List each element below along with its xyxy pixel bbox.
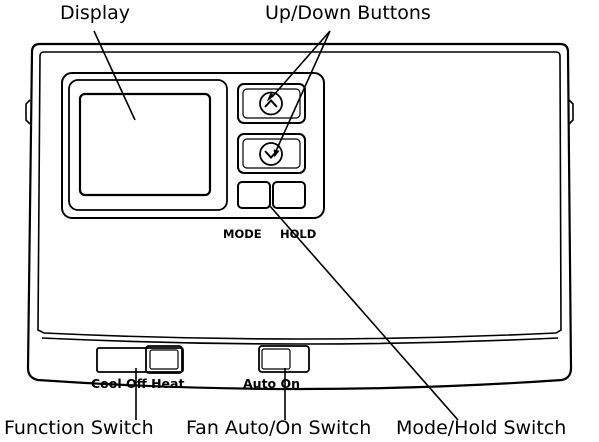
up-button[interactable] xyxy=(237,83,306,124)
fan-switch[interactable] xyxy=(258,345,310,373)
display-screen xyxy=(78,92,212,197)
thermostat-body xyxy=(25,42,574,391)
callout-display: Display xyxy=(60,2,130,24)
display-window xyxy=(61,72,325,219)
callout-up-down-buttons: Up/Down Buttons xyxy=(265,2,431,24)
chevron-up-icon xyxy=(259,91,283,116)
leader-lines xyxy=(93,30,459,421)
function-switch[interactable] xyxy=(96,345,184,374)
hold-button[interactable] xyxy=(272,181,306,209)
down-button[interactable] xyxy=(237,133,306,174)
mode-label: MODE xyxy=(223,227,262,241)
function-switch-positions: Cool Off Heat xyxy=(91,376,184,391)
callout-function-switch: Function Switch xyxy=(4,417,154,439)
callout-mode-hold-switch: Mode/Hold Switch xyxy=(396,417,566,439)
fan-switch-positions: Auto On xyxy=(243,376,300,391)
callout-fan-switch: Fan Auto/On Switch xyxy=(186,417,371,439)
hold-label: HOLD xyxy=(280,227,316,241)
mode-button[interactable] xyxy=(237,181,271,209)
